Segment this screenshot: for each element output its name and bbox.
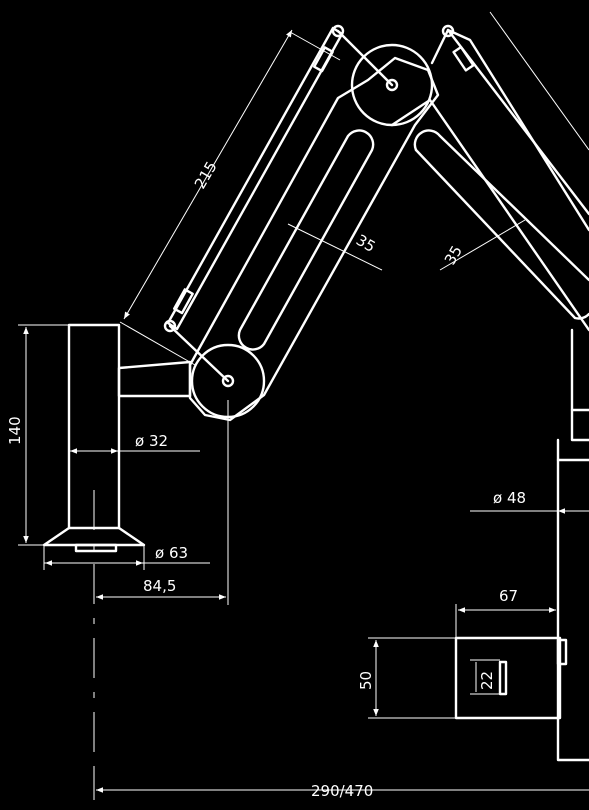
column-height-label: 140 xyxy=(6,416,24,445)
reach-label: 290/470 xyxy=(311,782,373,800)
base-diameter-label: ø 63 xyxy=(155,544,188,562)
offset-label: 84,5 xyxy=(143,577,176,595)
bracket-height-label: 50 xyxy=(357,671,375,690)
column-diameter-label: ø 32 xyxy=(135,432,168,450)
arm-length-label: 215 xyxy=(191,158,221,192)
left-arm xyxy=(119,24,440,422)
slot-height-label: 22 xyxy=(478,671,496,690)
right-column-diameter-label: ø 48 xyxy=(493,489,526,507)
right-column xyxy=(368,328,589,762)
arm-width-left-label: 35 xyxy=(353,231,379,256)
left-column xyxy=(18,323,210,800)
bracket-width-label: 67 xyxy=(499,587,518,605)
arm-width-right-label: 35 xyxy=(441,242,466,268)
right-arm xyxy=(390,11,589,332)
